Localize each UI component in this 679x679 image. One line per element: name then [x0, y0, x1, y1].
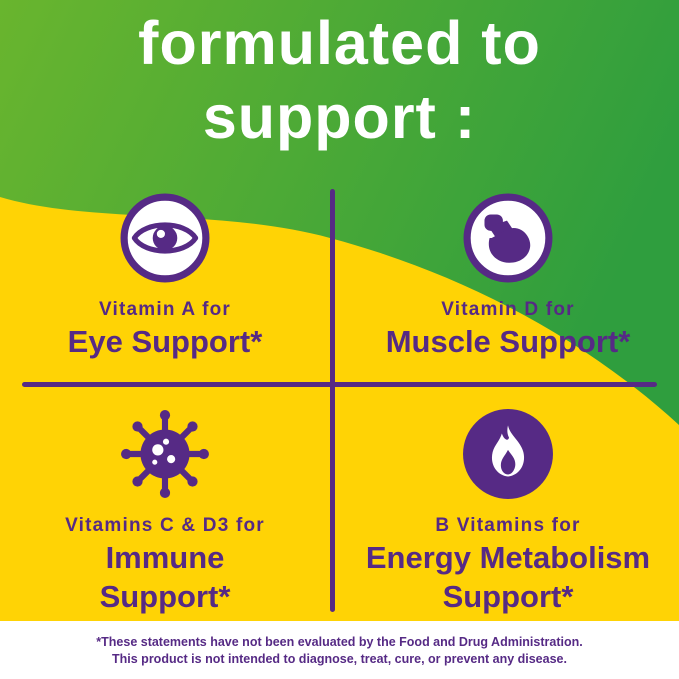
quadrant-title-2: Support* — [442, 578, 574, 614]
quadrant-eye-support: Vitamin A for Eye Support* — [0, 192, 330, 360]
quadrant-title: Immune — [105, 540, 225, 575]
muscle-icon — [463, 193, 553, 283]
heading-line-1: formulated to — [138, 9, 541, 77]
quadrant-title-2: Support* — [99, 578, 231, 614]
disclaimer-line-2: This product is not intended to diagnose… — [112, 651, 567, 666]
quadrant-title: Energy Metabolism — [365, 540, 651, 575]
quadrant-title: Eye Support* — [67, 324, 263, 359]
quadrant-subtitle: Vitamins C & D3 for — [65, 515, 265, 536]
page-title: formulated to support : — [0, 6, 679, 155]
eye-icon — [120, 193, 210, 283]
virus-icon — [121, 410, 209, 498]
heading-line-2: support : — [202, 83, 477, 152]
quadrant-subtitle: Vitamin D for — [441, 299, 575, 320]
flame-icon — [463, 409, 553, 499]
vertical-divider — [330, 189, 335, 612]
quadrant-energy-support: B Vitamins for Energy Metabolism Support… — [337, 408, 679, 614]
quadrant-muscle-support: Vitamin D for Muscle Support* — [337, 192, 679, 360]
quadrant-subtitle: B Vitamins for — [435, 515, 581, 536]
disclaimer-bar: *These statements have not been evaluate… — [0, 621, 679, 679]
quadrant-immune-support: Vitamins C & D3 for Immune Support* — [0, 408, 330, 614]
disclaimer-line-1: *These statements have not been evaluate… — [96, 634, 583, 649]
quadrant-subtitle: Vitamin A for — [98, 299, 232, 320]
horizontal-divider — [22, 382, 657, 387]
quadrant-title: Muscle Support* — [385, 324, 631, 359]
